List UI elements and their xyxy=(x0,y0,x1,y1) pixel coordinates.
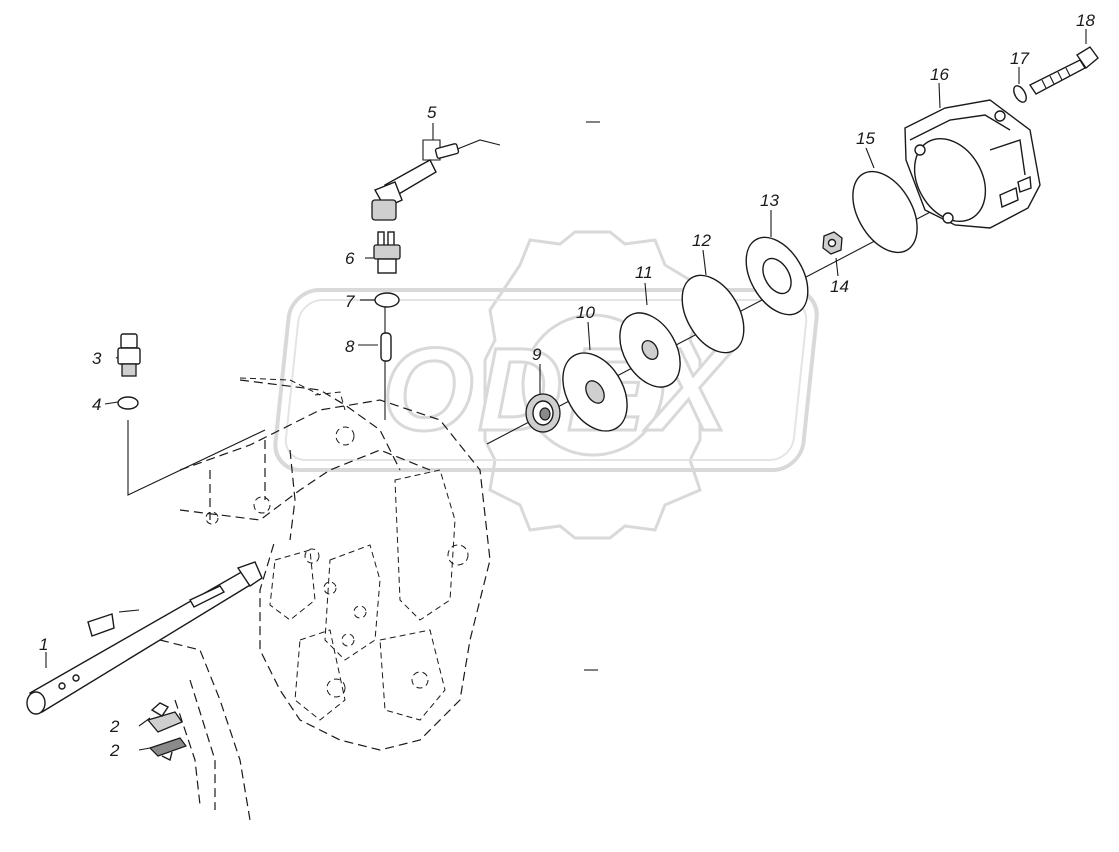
sealing-washer-4 xyxy=(117,396,139,410)
callout-17: 17 xyxy=(1010,49,1029,68)
callout-2a: 2 xyxy=(109,717,120,736)
wire-connector xyxy=(371,139,501,221)
callout-labels: 1 2 2 3 4 5 6 7 8 9 10 11 12 13 14 15 16… xyxy=(39,11,1095,760)
callout-18: 18 xyxy=(1076,11,1095,30)
callout-12: 12 xyxy=(692,231,711,250)
callout-16: 16 xyxy=(930,65,949,84)
callout-15: 15 xyxy=(856,129,875,148)
disk-13 xyxy=(745,236,809,316)
callout-14: 14 xyxy=(830,277,849,296)
callout-2b: 2 xyxy=(109,741,120,760)
piston-11 xyxy=(619,312,681,388)
washer-17 xyxy=(1013,85,1027,103)
gearbox-housing xyxy=(159,377,491,821)
watermark: ODEX xyxy=(273,230,819,540)
bolt-18 xyxy=(1028,46,1099,95)
o-ring-15 xyxy=(852,170,918,254)
ring-12 xyxy=(681,274,745,354)
plug-sensor xyxy=(117,333,141,377)
switch xyxy=(373,231,401,274)
callout-9: 9 xyxy=(532,345,542,364)
watermark-text: ODEX xyxy=(382,324,735,456)
shift-rod xyxy=(26,561,263,715)
callout-11: 11 xyxy=(635,263,653,282)
cylinder-housing xyxy=(904,99,1041,229)
callout-4: 4 xyxy=(92,395,101,414)
callout-13: 13 xyxy=(760,191,779,210)
callout-10: 10 xyxy=(576,303,595,322)
callout-6: 6 xyxy=(345,249,355,268)
callout-1: 1 xyxy=(39,635,48,654)
callout-3: 3 xyxy=(92,349,102,368)
callout-5: 5 xyxy=(427,103,437,122)
disk-10 xyxy=(562,352,628,432)
nut-14 xyxy=(822,231,843,255)
pin xyxy=(380,332,392,362)
callout-7: 7 xyxy=(345,292,355,311)
shaft-seal xyxy=(525,393,561,433)
watermark-frame-inner xyxy=(284,299,808,461)
callout-8: 8 xyxy=(345,337,355,356)
o-ring-7 xyxy=(374,292,400,308)
shift-fork-pads xyxy=(146,702,187,762)
